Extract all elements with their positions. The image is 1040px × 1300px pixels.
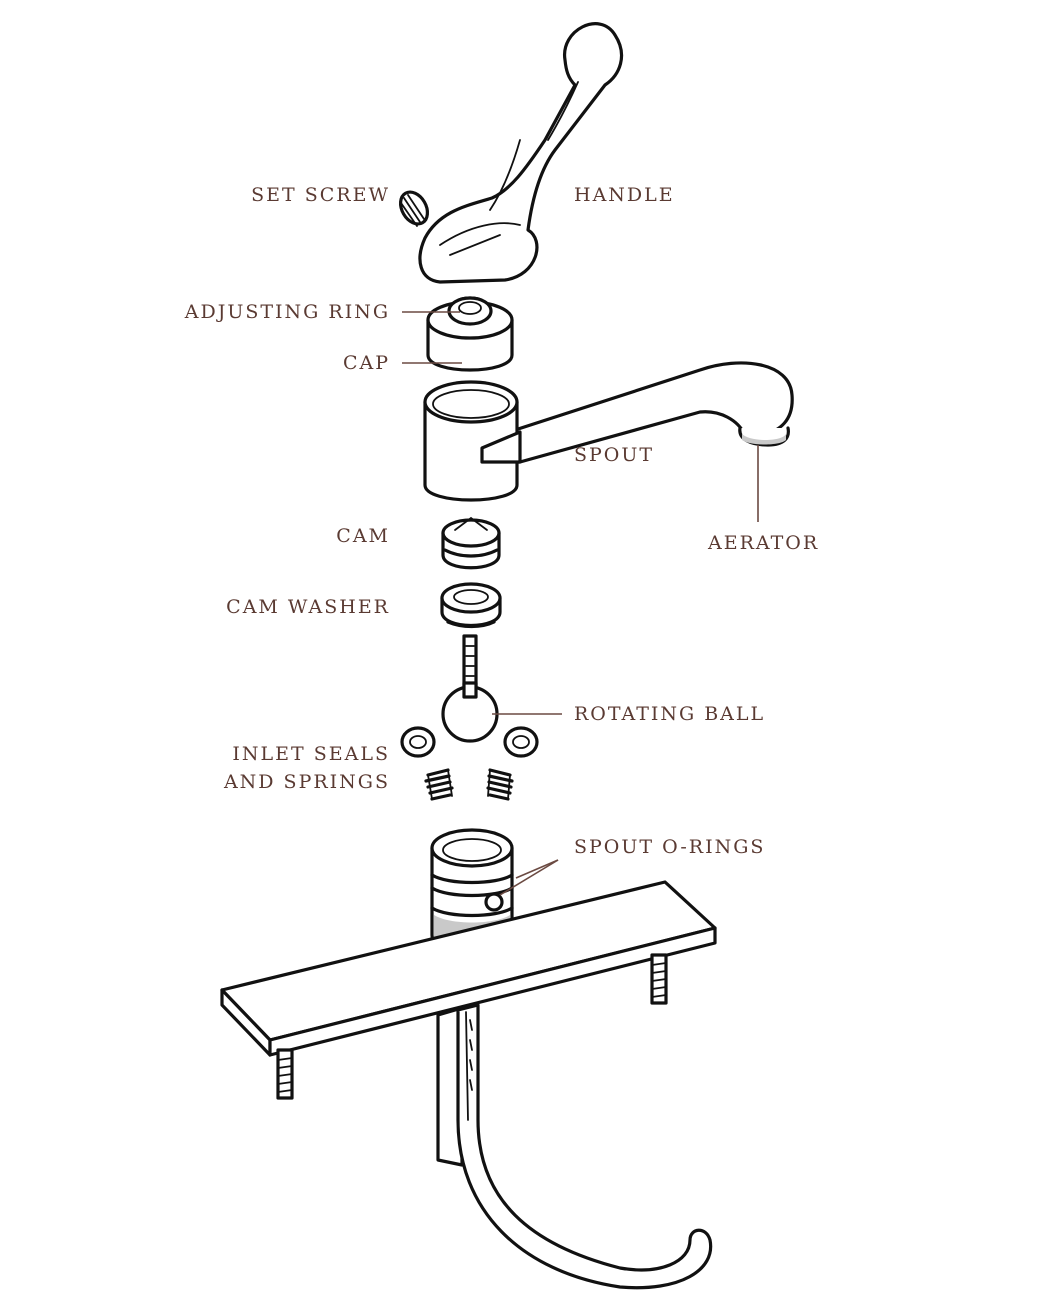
and-springs-label: AND SPRINGS: [223, 771, 390, 793]
spout-o-rings-label: SPOUT O-RINGS: [574, 836, 766, 858]
cap-label: CAP: [342, 352, 390, 374]
inlet-seals-label: INLET SEALS: [232, 743, 390, 765]
leader-lines: [402, 311, 759, 896]
adjusting-ring-label: ADJUSTING RING: [184, 301, 390, 323]
set-screw-label: SET SCREW: [251, 184, 390, 206]
cam-washer-label: CAM WASHER: [226, 596, 390, 618]
handle-part: [418, 22, 624, 284]
inlet-seals-part: [400, 726, 539, 758]
cap-part: [426, 296, 514, 372]
rotating-ball-label: ROTATING BALL: [574, 703, 766, 725]
rotating-ball-part: [441, 634, 499, 743]
handle-label: HANDLE: [574, 184, 675, 206]
supply-tubes-part: [436, 1003, 713, 1290]
deck-plate-part: [220, 880, 717, 1100]
spout-label: SPOUT: [574, 444, 655, 466]
cam-part: [441, 516, 501, 570]
aerator-label: AERATOR: [708, 532, 820, 554]
cam-washer-part: [440, 582, 502, 629]
cam-label: CAM: [336, 525, 390, 547]
springs-part: [424, 768, 514, 801]
set-screw-part: [398, 190, 430, 227]
spout-part: [423, 361, 794, 502]
